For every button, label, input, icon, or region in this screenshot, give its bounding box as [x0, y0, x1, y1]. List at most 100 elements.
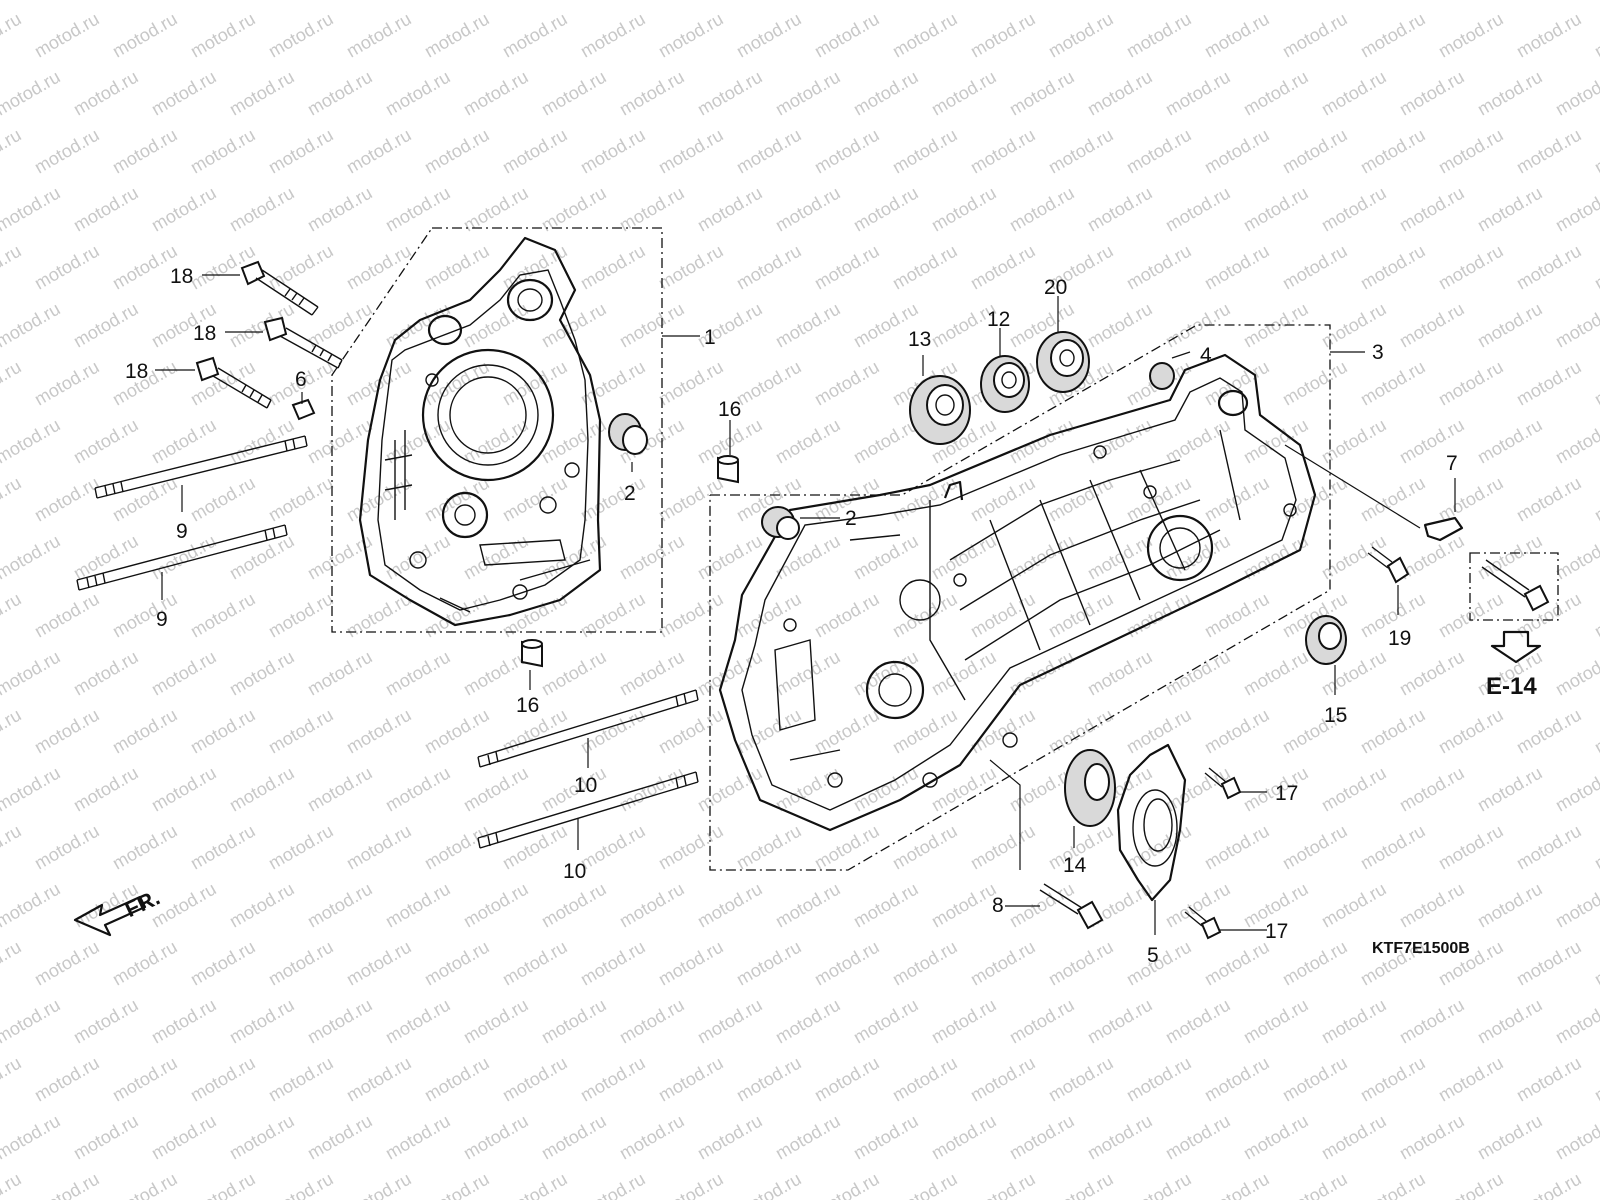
watermark-text: motod.ru: [1162, 67, 1234, 120]
watermark-text: motod.ru: [928, 763, 1000, 816]
watermark-text: motod.ru: [1201, 705, 1273, 758]
watermark-text: motod.ru: [109, 9, 181, 62]
watermark-text: motod.ru: [850, 879, 922, 932]
watermark-text: motod.ru: [187, 937, 259, 990]
watermark-text: motod.ru: [226, 531, 298, 584]
watermark-text: motod.ru: [1357, 125, 1429, 178]
watermark-text: motod.ru: [1396, 995, 1468, 1048]
watermark-text: motod.ru: [1201, 589, 1273, 642]
callout-2-lower: 2: [845, 507, 857, 530]
watermark-text: motod.ru: [499, 937, 571, 990]
oil-seal-15: [1305, 615, 1347, 665]
watermark-text: motod.ru: [1162, 879, 1234, 932]
watermark-text: motod.ru: [733, 705, 805, 758]
watermark-text: motod.ru: [889, 937, 961, 990]
watermark-text: motod.ru: [1552, 995, 1600, 1048]
watermark-text: motod.ru: [1123, 1053, 1195, 1106]
dowel-16-upper: [717, 455, 739, 484]
watermark-text: motod.ru: [31, 1169, 103, 1200]
watermark-text: motod.ru: [1240, 1111, 1312, 1164]
watermark-text: motod.ru: [421, 937, 493, 990]
watermark-text: motod.ru: [1006, 67, 1078, 120]
watermark-text: motod.ru: [460, 995, 532, 1048]
watermark-text: motod.ru: [733, 9, 805, 62]
bearing-20: [1036, 331, 1090, 393]
watermark-text: motod.ru: [1396, 763, 1468, 816]
watermark-text: motod.ru: [460, 0, 532, 3]
watermark-text: motod.ru: [538, 0, 610, 3]
watermark-text: motod.ru: [1045, 937, 1117, 990]
watermark-text: motod.ru: [304, 995, 376, 1048]
watermark-text: motod.ru: [1123, 473, 1195, 526]
watermark-text: motod.ru: [382, 879, 454, 932]
watermark-text: motod.ru: [889, 705, 961, 758]
watermark-text: motod.ru: [1513, 473, 1585, 526]
watermark-text: motod.ru: [1513, 125, 1585, 178]
watermark-text: motod.ru: [928, 879, 1000, 932]
watermark-text: motod.ru: [382, 415, 454, 468]
callout-15: 15: [1324, 704, 1347, 727]
watermark-text: motod.ru: [343, 705, 415, 758]
watermark-text: motod.ru: [70, 0, 142, 3]
watermark-text: motod.ru: [265, 1169, 337, 1200]
watermark-text: motod.ru: [733, 241, 805, 294]
watermark-text: motod.ru: [304, 299, 376, 352]
watermark-text: motod.ru: [1201, 1053, 1273, 1106]
watermark-text: motod.ru: [382, 183, 454, 236]
watermark-text: motod.ru: [616, 67, 688, 120]
watermark-text: motod.ru: [889, 473, 961, 526]
bearing-13: [909, 375, 971, 445]
watermark-text: motod.ru: [967, 1053, 1039, 1106]
watermark-text: motod.ru: [967, 705, 1039, 758]
watermark-text: motod.ru: [616, 995, 688, 1048]
watermark-text: motod.ru: [1552, 67, 1600, 120]
watermark-text: motod.ru: [1084, 1111, 1156, 1164]
watermark-text: motod.ru: [31, 473, 103, 526]
watermark-text: motod.ru: [1201, 1169, 1273, 1200]
callout-8: 8: [992, 894, 1004, 917]
watermark-text: motod.ru: [187, 705, 259, 758]
watermark-text: motod.ru: [109, 1053, 181, 1106]
watermark-text: motod.ru: [1591, 1053, 1600, 1106]
watermark-text: motod.ru: [1474, 0, 1546, 3]
watermark-text: motod.ru: [460, 415, 532, 468]
watermark-text: motod.ru: [421, 241, 493, 294]
watermark-text: motod.ru: [1474, 1111, 1546, 1164]
watermark-text: motod.ru: [850, 1111, 922, 1164]
watermark-text: motod.ru: [1123, 241, 1195, 294]
watermark-text: motod.ru: [1045, 589, 1117, 642]
stud-9-lower: [76, 524, 288, 591]
watermark-text: motod.ru: [460, 531, 532, 584]
watermark-text: motod.ru: [733, 589, 805, 642]
watermark-text: motod.ru: [1084, 531, 1156, 584]
watermark-text: motod.ru: [1162, 299, 1234, 352]
watermark-text: motod.ru: [148, 183, 220, 236]
watermark-text: motod.ru: [1591, 705, 1600, 758]
bolt-18-lower: [195, 356, 272, 409]
callout-6: 6: [295, 368, 307, 391]
watermark-text: motod.ru: [1123, 589, 1195, 642]
watermark-text: motod.ru: [382, 763, 454, 816]
watermark-text: motod.ru: [1435, 357, 1507, 410]
dowel-16-lower: [521, 639, 543, 668]
watermark-text: motod.ru: [187, 9, 259, 62]
watermark-text: motod.ru: [0, 241, 25, 294]
watermark-text: motod.ru: [577, 1053, 649, 1106]
watermark-text: motod.ru: [694, 531, 766, 584]
watermark-text: motod.ru: [1318, 183, 1390, 236]
watermark-text: motod.ru: [1006, 183, 1078, 236]
watermark-text: motod.ru: [460, 647, 532, 700]
watermark-text: motod.ru: [577, 9, 649, 62]
watermark-text: motod.ru: [1162, 1111, 1234, 1164]
watermark-text: motod.ru: [1123, 125, 1195, 178]
watermark-text: motod.ru: [694, 995, 766, 1048]
watermark-text: motod.ru: [0, 473, 25, 526]
watermark-text: motod.ru: [382, 647, 454, 700]
oil-seal-2-lower: [761, 506, 800, 540]
watermark-text: motod.ru: [265, 589, 337, 642]
watermark-text: motod.ru: [1201, 821, 1273, 874]
stud-10-upper: [477, 689, 699, 768]
watermark-text: motod.ru: [1201, 125, 1273, 178]
watermark-text: motod.ru: [655, 705, 727, 758]
oil-seal-2-upper: [608, 413, 648, 455]
